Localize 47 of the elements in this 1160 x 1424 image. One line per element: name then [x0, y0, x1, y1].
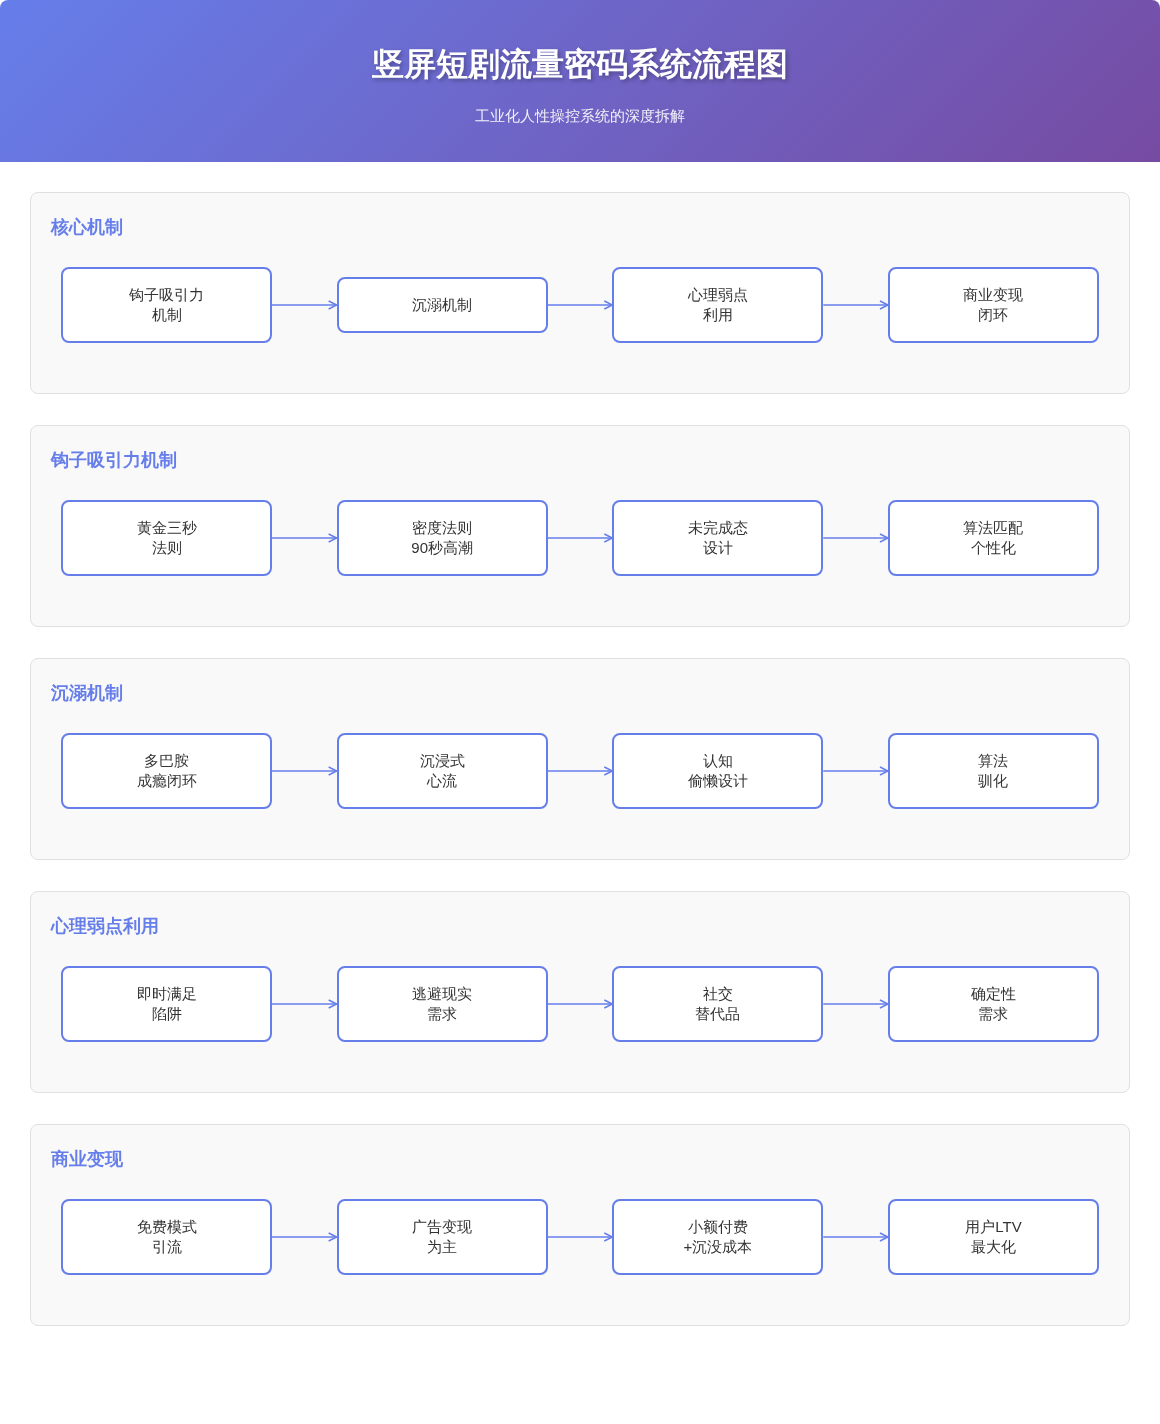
process-box: 即时满足陷阱 — [61, 966, 272, 1042]
arrow — [271, 300, 338, 310]
arrow — [271, 766, 338, 776]
process-box: 免费模式引流 — [61, 1199, 272, 1275]
subtitle: 工业化人性操控系统的深度拆解 — [475, 106, 685, 126]
section-panel — [30, 192, 1130, 394]
arrow — [822, 533, 889, 543]
arrow — [822, 300, 889, 310]
arrow — [822, 766, 889, 776]
process-box: 未完成态设计 — [612, 500, 824, 576]
arrow — [271, 533, 338, 543]
section-heading: 钩子吸引力机制 — [51, 449, 177, 472]
process-box: 黄金三秒法则 — [61, 500, 272, 576]
section-panel — [30, 1124, 1130, 1326]
process-box: 沉浸式心流 — [336, 733, 548, 809]
process-box: 认知偷懒设计 — [612, 733, 824, 809]
process-box: 多巴胺成瘾闭环 — [61, 733, 272, 809]
arrow — [546, 533, 614, 543]
arrow — [822, 1232, 889, 1242]
process-box: 确定性需求 — [887, 966, 1099, 1042]
section-panel — [30, 425, 1130, 627]
arrow — [271, 1232, 338, 1242]
process-box: 沉溺机制 — [336, 277, 548, 333]
section-heading: 核心机制 — [51, 216, 123, 239]
arrow — [271, 999, 338, 1009]
process-box: 心理弱点利用 — [612, 267, 824, 343]
process-box: 算法匹配个性化 — [887, 500, 1099, 576]
arrow — [546, 766, 614, 776]
process-box: 钩子吸引力机制 — [61, 267, 272, 343]
process-box: 逃避现实需求 — [336, 966, 548, 1042]
process-box: 密度法则90秒高潮 — [336, 500, 548, 576]
arrow — [822, 999, 889, 1009]
section-panel — [30, 891, 1130, 1093]
section-heading: 商业变现 — [51, 1148, 123, 1171]
arrow — [546, 1232, 614, 1242]
section-panel — [30, 658, 1130, 860]
section-heading: 沉溺机制 — [51, 682, 123, 705]
diagram-title: 竖屏短剧流量密码系统流程图 — [372, 45, 788, 84]
process-box: 商业变现闭环 — [887, 267, 1099, 343]
arrow — [546, 300, 614, 310]
arrow — [546, 999, 614, 1009]
process-box: 广告变现为主 — [336, 1199, 548, 1275]
process-box: 社交替代品 — [612, 966, 824, 1042]
process-box: 用户LTV最大化 — [887, 1199, 1099, 1275]
process-box: 小额付费+沉没成本 — [612, 1199, 824, 1275]
section-heading: 心理弱点利用 — [51, 915, 159, 938]
process-box: 算法驯化 — [887, 733, 1099, 809]
